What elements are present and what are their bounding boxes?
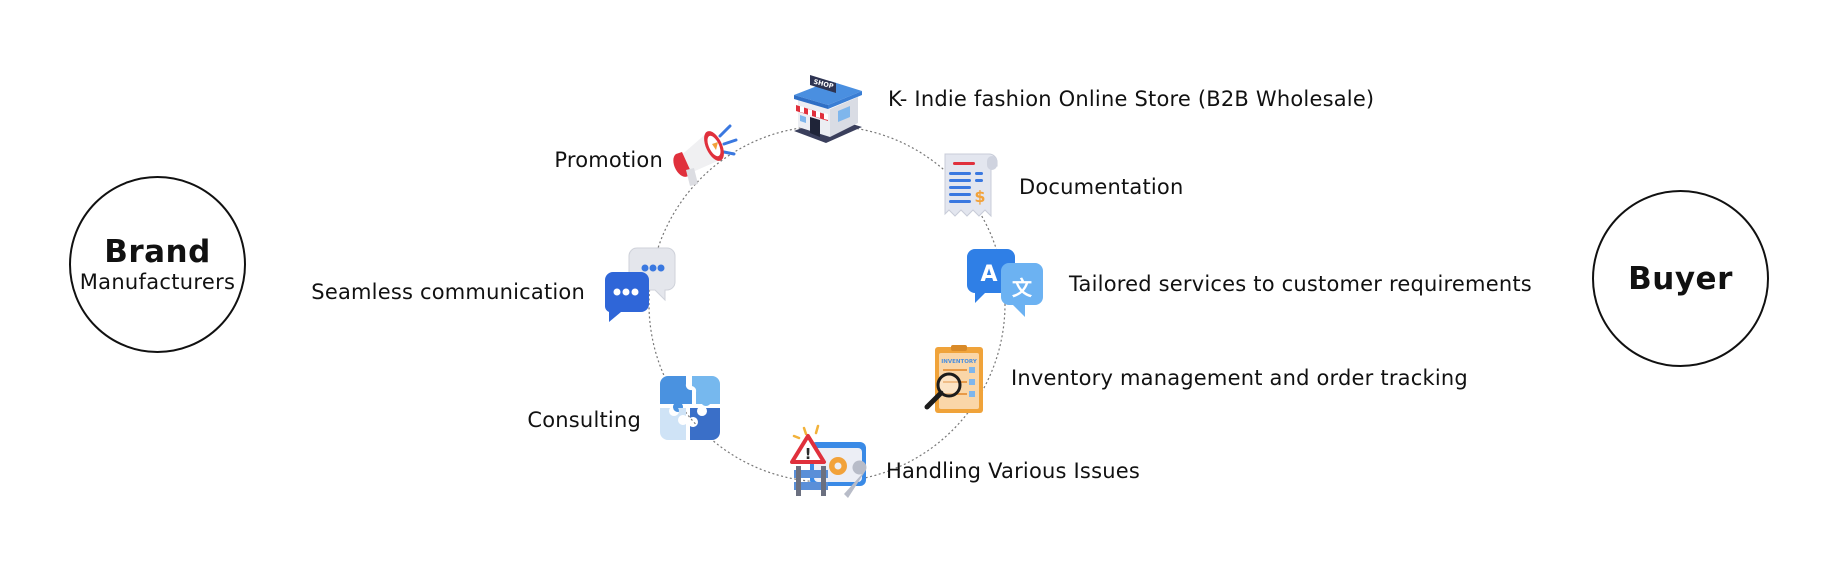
node-label-tailored-services: Tailored services to customer requiremen… (1069, 272, 1532, 296)
node-label-documentation: Documentation (1019, 175, 1184, 199)
brand-title: Brand (104, 233, 211, 270)
chat-bubbles-icon (599, 242, 683, 326)
node-label-issues: Handling Various Issues (886, 459, 1140, 483)
svg-text:A: A (980, 262, 997, 287)
puzzle-pieces-icon (648, 366, 732, 450)
warning-repair-icon: ! (788, 422, 872, 506)
node-label-online-store: K- Indie fashion Online Store (B2B Whole… (888, 87, 1375, 111)
translate-speech-bubbles-icon: A 文 (961, 243, 1045, 327)
inventory-clipboard-magnifier-icon: INVENTORY (913, 341, 997, 425)
svg-text:$: $ (974, 187, 985, 206)
node-label-inventory: Inventory management and order tracking (1011, 366, 1468, 390)
node-label-communication: Seamless communication (311, 280, 585, 304)
svg-text:INVENTORY: INVENTORY (941, 359, 978, 365)
receipt-document-icon: $ (927, 144, 1011, 228)
buyer-title: Buyer (1628, 260, 1733, 297)
svg-text:文: 文 (1012, 276, 1033, 300)
brand-manufacturers-node: Brand Manufacturers (69, 176, 246, 353)
brand-subtitle: Manufacturers (79, 269, 236, 294)
svg-text:!: ! (805, 445, 812, 463)
shop-icon: SHOP (784, 65, 868, 149)
megaphone-icon (664, 114, 748, 198)
buyer-node: Buyer (1592, 190, 1769, 367)
node-label-promotion: Promotion (554, 148, 663, 172)
node-label-consulting: Consulting (527, 408, 641, 432)
